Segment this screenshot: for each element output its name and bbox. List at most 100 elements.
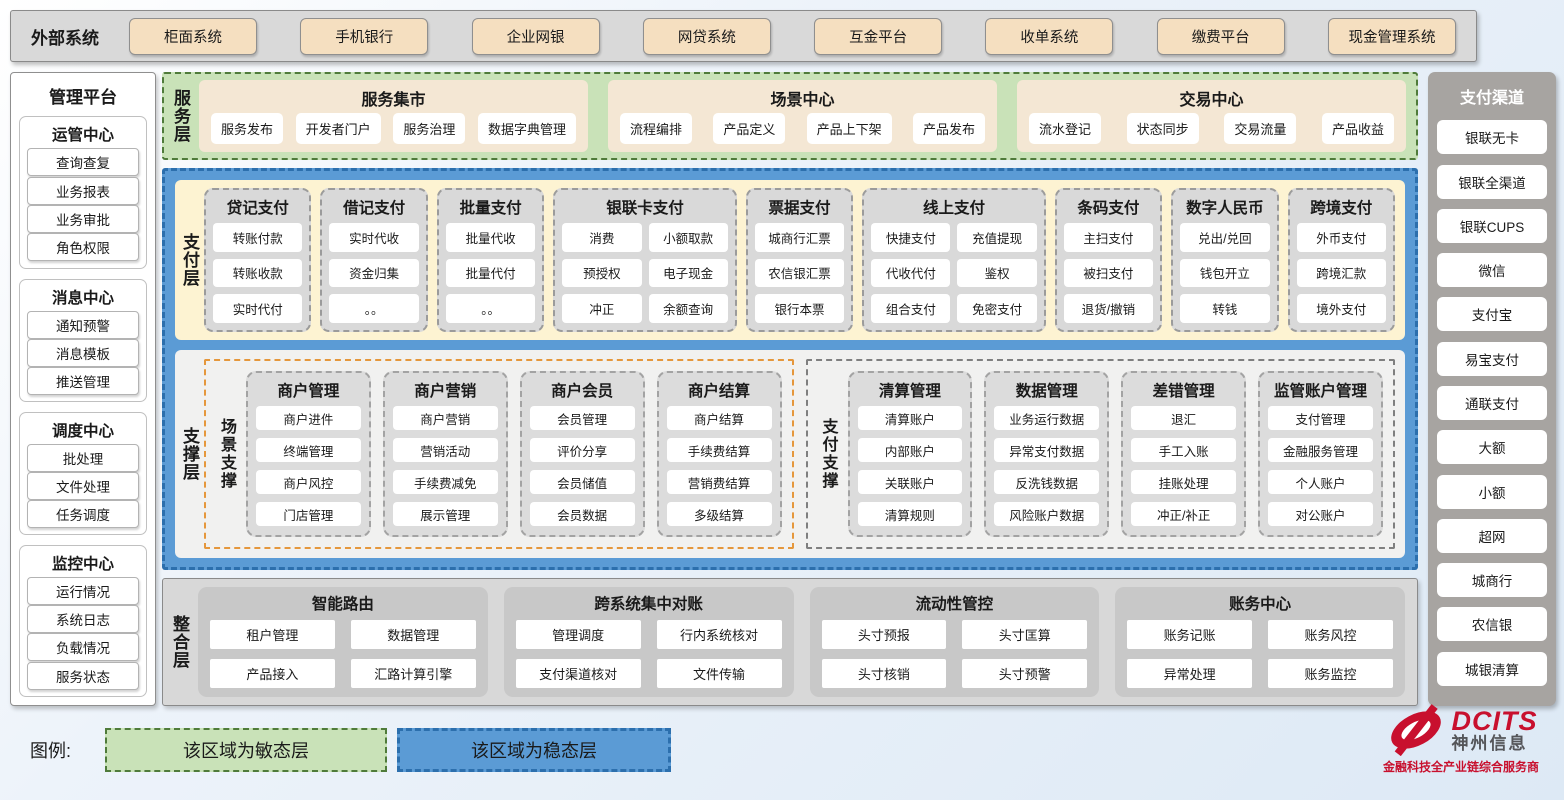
feature-box: 查询查复 (27, 148, 139, 177)
feature-box: 批量代付 (445, 258, 536, 288)
module-items: 运行情况系统日志负载情况服务状态 (27, 576, 139, 691)
feature-box: 代收代付 (871, 258, 951, 288)
module-title: 流动性管控 (915, 596, 994, 613)
feature-box: 商户营销 (392, 406, 498, 430)
feature-box: 对公账户 (1268, 502, 1373, 526)
feature-box: 会员管理 (529, 406, 635, 430)
feature-box: 清算规则 (857, 502, 963, 526)
feature-box: 产品上下架 (806, 113, 892, 144)
external-systems-label: 外部系统 (31, 28, 99, 48)
feature-box: 鉴权 (957, 258, 1037, 288)
feature-box: 门店管理 (256, 502, 361, 526)
feature-box: 账务监控 (1268, 659, 1393, 688)
feature-box: 文件处理 (27, 471, 139, 500)
feature-box: 系统日志 (27, 605, 139, 634)
feature-box: 充值提现 (957, 223, 1037, 252)
module-title: 场景中心 (770, 92, 835, 109)
feature-box: 异常支付数据 (994, 438, 1100, 462)
legend-stable-layer: 该区域为稳态层 (397, 728, 672, 772)
feature-box: 管理调度 (515, 620, 641, 649)
payment-support-label: 支付支撑 (819, 418, 837, 490)
feature-box: 文件传输 (656, 659, 782, 688)
management-platform-title: 管理平台 (49, 88, 117, 107)
module-title: 跨境支付 (1310, 200, 1373, 217)
feature-box: 金融服务管理 (1268, 438, 1373, 462)
payment-channel-box: 小额 (1437, 474, 1547, 509)
external-system-box: 缴费平台 (1156, 17, 1285, 55)
feature-box: 。。 (329, 294, 419, 323)
feature-box: 产品发布 (912, 113, 985, 144)
feature-box: 农信银汇票 (754, 258, 845, 288)
management-group: 消息中心通知预警消息模板推送管理 (19, 278, 147, 402)
feature-box: 状态同步 (1126, 113, 1199, 144)
module-items: 流程编排产品定义产品上下架产品发布 (620, 112, 985, 145)
payment-module: 线上支付快捷支付充值提现代收代付鉴权组合支付免密支付 (862, 188, 1046, 332)
feature-box: 头寸预警 (962, 659, 1088, 688)
external-system-box: 企业网银 (471, 17, 600, 55)
payment-channel-box: 超网 (1437, 518, 1547, 553)
feature-box: 冲正/补正 (1131, 502, 1237, 526)
feature-box: 外币支付 (1296, 223, 1386, 252)
feature-box: 消费 (562, 223, 642, 252)
payment-channel-box: 银联全渠道 (1437, 164, 1547, 199)
feature-box: 手续费结算 (666, 438, 772, 462)
payment-channel-box: 微信 (1437, 253, 1547, 288)
feature-box: 实时代收 (329, 223, 419, 252)
module-title: 贷记支付 (226, 200, 289, 217)
module-title: 银联卡支付 (606, 200, 684, 217)
module-items: 流水登记状态同步交易流量产品收益 (1029, 112, 1394, 145)
external-system-box: 柜面系统 (129, 17, 257, 55)
module-title: 监管账户管理 (1274, 383, 1368, 400)
feature-box: 服务发布 (211, 113, 284, 144)
service-layer-label: 服务层 (171, 89, 190, 143)
logo-top: DCITS 神州信息 (1385, 704, 1538, 756)
module-title: 交易中心 (1179, 92, 1244, 109)
scene-support-modules: 商户管理商户进件终端管理商户风控门店管理商户营销商户营销营销活动手续费减免展示管… (246, 371, 782, 537)
module-title: 智能路由 (311, 596, 374, 613)
feature-box: 营销活动 (392, 438, 498, 462)
feature-box: 预授权 (562, 258, 642, 288)
integration-group: 跨系统集中对账管理调度行内系统核对支付渠道核对文件传输 (503, 587, 794, 697)
module-items: 账务记账账务风控异常处理账务监控 (1127, 617, 1393, 688)
management-platform-panel: 管理平台 运管中心查询查复业务报表业务审批角色权限消息中心通知预警消息模板推送管… (10, 72, 156, 706)
external-system-box: 网贷系统 (642, 17, 771, 55)
payment-channels-title: 支付渠道 (1459, 90, 1524, 107)
feature-box: 营销费结算 (666, 470, 772, 494)
feature-box: 钱包开立 (1180, 258, 1270, 288)
external-system-box: 现金管理系统 (1327, 17, 1456, 55)
feature-box: 业务报表 (27, 176, 139, 205)
module-items: 转账付款转账收款实时代付 (213, 221, 303, 323)
payment-support-section: 支付支撑 清算管理清算账户内部账户关联账户清算规则数据管理业务运行数据异常支付数… (805, 359, 1395, 549)
external-systems-items: 柜面系统手机银行企业网银网贷系统互金平台收单系统缴费平台现金管理系统 (129, 17, 1456, 55)
module-title: 跨系统集中对账 (594, 596, 703, 613)
integration-group: 账务中心账务记账账务风控异常处理账务监控 (1115, 587, 1405, 697)
module-items: 快捷支付充值提现代收代付鉴权组合支付免密支付 (871, 221, 1037, 323)
legend-label: 图例: (30, 741, 72, 761)
feature-box: 转钱 (1180, 294, 1270, 323)
legend-agile-layer: 该区域为敏态层 (105, 728, 388, 772)
feature-box: 主扫支付 (1063, 223, 1154, 252)
dcits-logo: DCITS 神州信息 金融科技全产业链综合服务商 (1368, 704, 1554, 775)
feature-box: 挂账处理 (1131, 470, 1237, 494)
module-items: 查询查复业务报表业务审批角色权限 (27, 148, 139, 262)
feature-box: 汇路计算引擎 (350, 659, 476, 688)
payment-module: 跨境支付外币支付跨境汇款境外支付 (1287, 188, 1395, 332)
feature-box: 会员储值 (529, 470, 635, 494)
module-items: 管理调度行内系统核对支付渠道核对文件传输 (515, 617, 782, 688)
management-group: 调度中心批处理文件处理任务调度 (19, 411, 147, 535)
support-module: 商户管理商户进件终端管理商户风控门店管理 (246, 371, 371, 537)
feature-box: 批处理 (27, 443, 139, 472)
payment-module: 借记支付实时代收资金归集。。 (320, 188, 428, 332)
feature-box: 业务审批 (27, 204, 139, 233)
module-title: 消息中心 (51, 289, 114, 307)
legend: 图例: 该区域为敏态层 该区域为稳态层 (30, 728, 672, 772)
feature-box: 跨境汇款 (1296, 258, 1386, 288)
integration-group: 智能路由租户管理数据管理产品接入汇路计算引擎 (198, 587, 488, 697)
logo-tagline: 金融科技全产业链综合服务商 (1382, 760, 1539, 774)
feature-box: 手续费减免 (392, 470, 498, 494)
feature-box: 个人账户 (1268, 470, 1373, 494)
module-title: 账务中心 (1229, 596, 1292, 613)
feature-box: 数据字典管理 (477, 113, 576, 144)
management-groups: 运管中心查询查复业务报表业务审批角色权限消息中心通知预警消息模板推送管理调度中心… (19, 116, 147, 697)
